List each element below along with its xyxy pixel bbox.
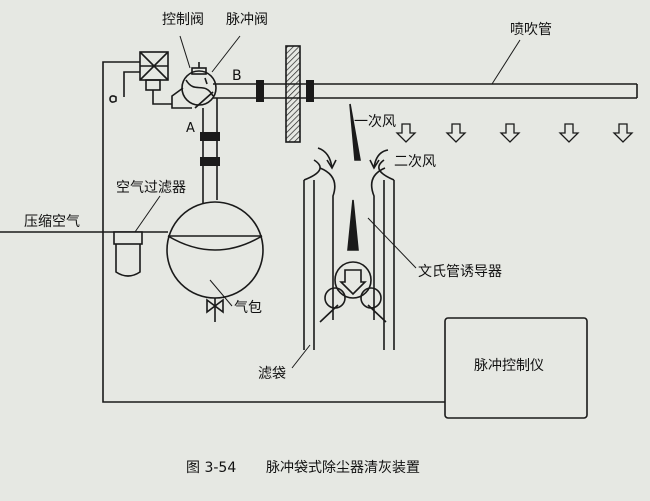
secondary-air-arrow-right <box>373 149 389 169</box>
nozzle-arrow <box>499 123 521 143</box>
label-secondary-air: 二次风 <box>394 154 436 170</box>
feed-pipe <box>202 98 218 208</box>
nozzle-arrow <box>612 123 634 143</box>
label-air-filter: 空气过滤器 <box>116 180 186 196</box>
label-air-bag: 气包 <box>234 300 262 316</box>
pulse-controller-box <box>444 317 588 419</box>
tube-sheet <box>285 45 301 143</box>
pilot-air-line <box>123 71 140 97</box>
leader-pulse-valve <box>211 35 241 73</box>
label-filter-bag: 滤袋 <box>258 366 286 382</box>
venturi-inducer <box>303 159 395 350</box>
air-bag <box>166 201 264 299</box>
label-pulse-controller: 脉冲控制仪 <box>474 358 544 374</box>
secondary-air-arrowhead <box>369 159 380 170</box>
nozzle-arrow <box>558 123 580 143</box>
nozzle-arrow <box>445 123 467 143</box>
caption-title: 脉冲袋式除尘器清灰装置 <box>266 460 420 476</box>
leader-blow-pipe <box>491 39 521 85</box>
label-control-valve: 控制阀 <box>162 12 204 28</box>
nozzle-arrow <box>395 123 417 143</box>
leader-control-valve <box>179 35 191 69</box>
filter-bag-flow <box>319 199 387 323</box>
primary-air-jet <box>349 103 361 161</box>
leader-air-filter <box>134 195 161 233</box>
pulse-valve[interactable] <box>171 62 217 109</box>
blow-pipe <box>194 83 638 109</box>
solenoid-bulb <box>109 95 117 103</box>
feed-pipe-flange <box>200 157 220 166</box>
air-filter <box>113 231 143 277</box>
pipe-flange-left <box>256 80 264 102</box>
caption-figure-number: 图 3-54 <box>186 460 236 476</box>
leader-filter-bag <box>291 344 311 369</box>
label-compressed-air: 压缩空气 <box>24 214 80 230</box>
label-venturi-inducer: 文氏管诱导器 <box>418 264 502 280</box>
leader-air-bag <box>209 279 233 307</box>
blow-nozzle-arrows <box>395 123 634 143</box>
label-primary-air: 一次风 <box>354 114 396 130</box>
label-blow-pipe: 喷吹管 <box>510 22 552 38</box>
figure-caption: 图 3-54 脉冲袋式除尘器清灰装置 <box>186 460 420 476</box>
labels: 控制阀 脉冲阀 喷吹管 B A 一次风 二次风 空气过滤器 压缩空气 文氏管诱导… <box>24 12 552 382</box>
leader-venturi <box>367 217 417 269</box>
label-pulse-valve: 脉冲阀 <box>226 12 268 28</box>
pipe-flange-right <box>306 80 314 102</box>
label-point-a: A <box>186 121 195 136</box>
control-valve[interactable] <box>139 51 172 105</box>
feed-pipe-flange <box>200 132 220 141</box>
secondary-air-arrow-left <box>317 147 333 169</box>
drain-valve[interactable] <box>206 298 224 322</box>
label-point-b: B <box>232 68 242 84</box>
secondary-air-arrowhead <box>326 159 337 170</box>
